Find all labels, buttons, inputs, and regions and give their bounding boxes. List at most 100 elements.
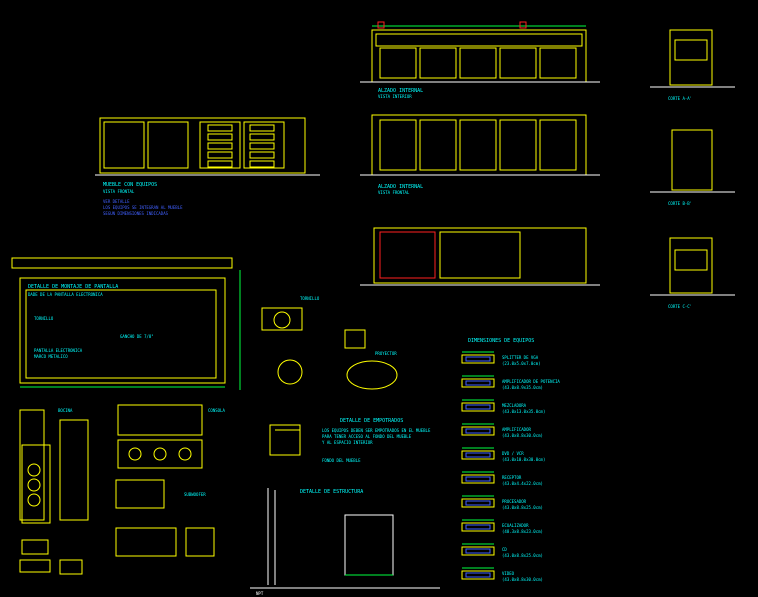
subwoofer-box (115, 479, 165, 509)
equipment-fill (465, 476, 491, 482)
box (115, 527, 177, 557)
pantalla-note: MARCO METALICO (34, 354, 68, 359)
knob (153, 447, 167, 461)
pantalla-sub: DADE DE LA PANTALLA ELECTRONICA (28, 292, 103, 297)
projector-mount (261, 307, 303, 331)
mueble-shelf (249, 151, 275, 159)
equipment-size: (43.0x8.8x25.0cm) (502, 553, 543, 558)
equipment-name: PROCESADOR (502, 499, 527, 504)
equipment-size: (43.0x8.8x30.0cm) (502, 577, 543, 582)
section-b-label: CORTE B-B' (668, 201, 692, 206)
mueble-frame (99, 117, 306, 174)
section-c-frame (669, 237, 713, 294)
empotrado-title: DETALLE DE EMPOTRADOS (340, 418, 403, 424)
equipment-name: SPLITTER DE VGA (502, 355, 539, 360)
elevation-b-sub: VISTA FRONTAL (378, 190, 410, 195)
bocina-frame (19, 409, 45, 521)
elevation-b-bay (419, 119, 457, 171)
equipment-name: DVD / VCR (502, 451, 524, 456)
projector-circle (277, 359, 303, 385)
elevation-b-bay (379, 119, 417, 171)
mueble-label: MUEBLE CON EQUIPOS (103, 182, 157, 188)
equipment-fill (465, 380, 491, 386)
pantalla-title: DETALLE DE MONTAJE DE PANTALLA (28, 284, 118, 290)
section-a-label: CORTE A-A' (668, 96, 692, 101)
equipment-size: (43.0x13.0x35.0cm) (502, 409, 545, 414)
elevation-a-sub: VISTA INTERIOR (378, 94, 412, 99)
box (21, 539, 49, 555)
elevation-c-red-box (379, 231, 436, 279)
mueble-shelf (207, 133, 233, 141)
equipment-rect (461, 498, 495, 508)
mueble-bay (147, 121, 189, 169)
equipment-fill (465, 356, 491, 362)
estructura-title: DETALLE DE ESTRUCTURA (300, 489, 363, 495)
box (185, 527, 215, 557)
elevation-b-bay (539, 119, 577, 171)
bocina-label: BOCINA (58, 408, 73, 413)
equipment-rect (461, 522, 495, 532)
equipment-size: (43.0x8.8x30.0cm) (502, 433, 543, 438)
projector-lens (273, 311, 291, 329)
pantalla-note: PANTALLA ELECTRONICA (34, 348, 83, 353)
bocina-side (59, 419, 89, 521)
equipment-name: AMPLIFICADOR (502, 427, 531, 432)
empotrado-text: PARA TENER ACCESO AL FONDO DEL MUEBLE (322, 434, 412, 439)
note: LOS EQUIPOS SE INTEGRAN AL MUEBLE (103, 205, 183, 210)
elevation-c-box (439, 231, 521, 279)
equipment-fill (465, 404, 491, 410)
elevation-a-label: ALZADO INTERNAL (378, 88, 423, 94)
pantalla-top (11, 257, 233, 269)
pantalla-inner (25, 289, 217, 379)
structure-box (344, 514, 394, 576)
equipment-fill (465, 500, 491, 506)
consola-label: CONSOLA (208, 408, 225, 413)
empotrado-text: LOS EQUIPOS DEBEN SER EMPOTRADOS EN EL M… (322, 428, 431, 433)
equipment-name: CD (502, 547, 507, 552)
elevation-a-door (499, 47, 537, 79)
mueble-shelf (207, 160, 233, 168)
equipment-rect (461, 474, 495, 484)
elevation-a-door (379, 47, 417, 79)
elevation-b-bay (459, 119, 497, 171)
equipment-size: (23.0x5.0x7.0cm) (502, 361, 541, 366)
equipment-rect (461, 378, 495, 388)
marker (377, 21, 385, 29)
equipment-rect (461, 402, 495, 412)
projector-body (344, 329, 366, 349)
mueble-shelf (249, 133, 275, 141)
consola-top (117, 404, 203, 436)
mueble-bay (199, 121, 241, 169)
mueble-shelf (249, 160, 275, 168)
elevation-a-top (375, 33, 583, 47)
equipment-size: (43.0x8.9x35.0cm) (502, 385, 543, 390)
knob (128, 447, 142, 461)
mueble-shelf (249, 142, 275, 150)
equipment-rect (461, 570, 495, 580)
equipment-fill (465, 452, 491, 458)
mueble-shelf (207, 151, 233, 159)
equipment-fill (465, 428, 491, 434)
elevation-a-door (459, 47, 497, 79)
equipment-name: AMPLIFICADOR DE POTENCIA (502, 379, 560, 384)
marker (519, 21, 527, 29)
note: VER DETALLE (103, 199, 130, 204)
mueble-sub: VISTA FRONTAL (103, 189, 135, 194)
projector-unit (346, 360, 398, 390)
dimensiones-title: DIMENSIONES DE EQUIPOS (468, 338, 534, 344)
equipment-size: (48.3x8.8x23.0cm) (502, 529, 543, 534)
speaker-cone (27, 493, 41, 507)
equipment-name: VIDEO (502, 571, 515, 576)
equipment-rect (461, 354, 495, 364)
knob (178, 447, 192, 461)
projector-label: PROYECTOR (375, 351, 397, 356)
section-a-frame (669, 29, 713, 86)
equipment-size: (43.0x8.8x25.0cm) (502, 505, 543, 510)
elevation-b-bay (499, 119, 537, 171)
mueble-bay (243, 121, 285, 169)
mueble-bay (103, 121, 145, 169)
box (59, 559, 83, 575)
equipment-rect (461, 450, 495, 460)
